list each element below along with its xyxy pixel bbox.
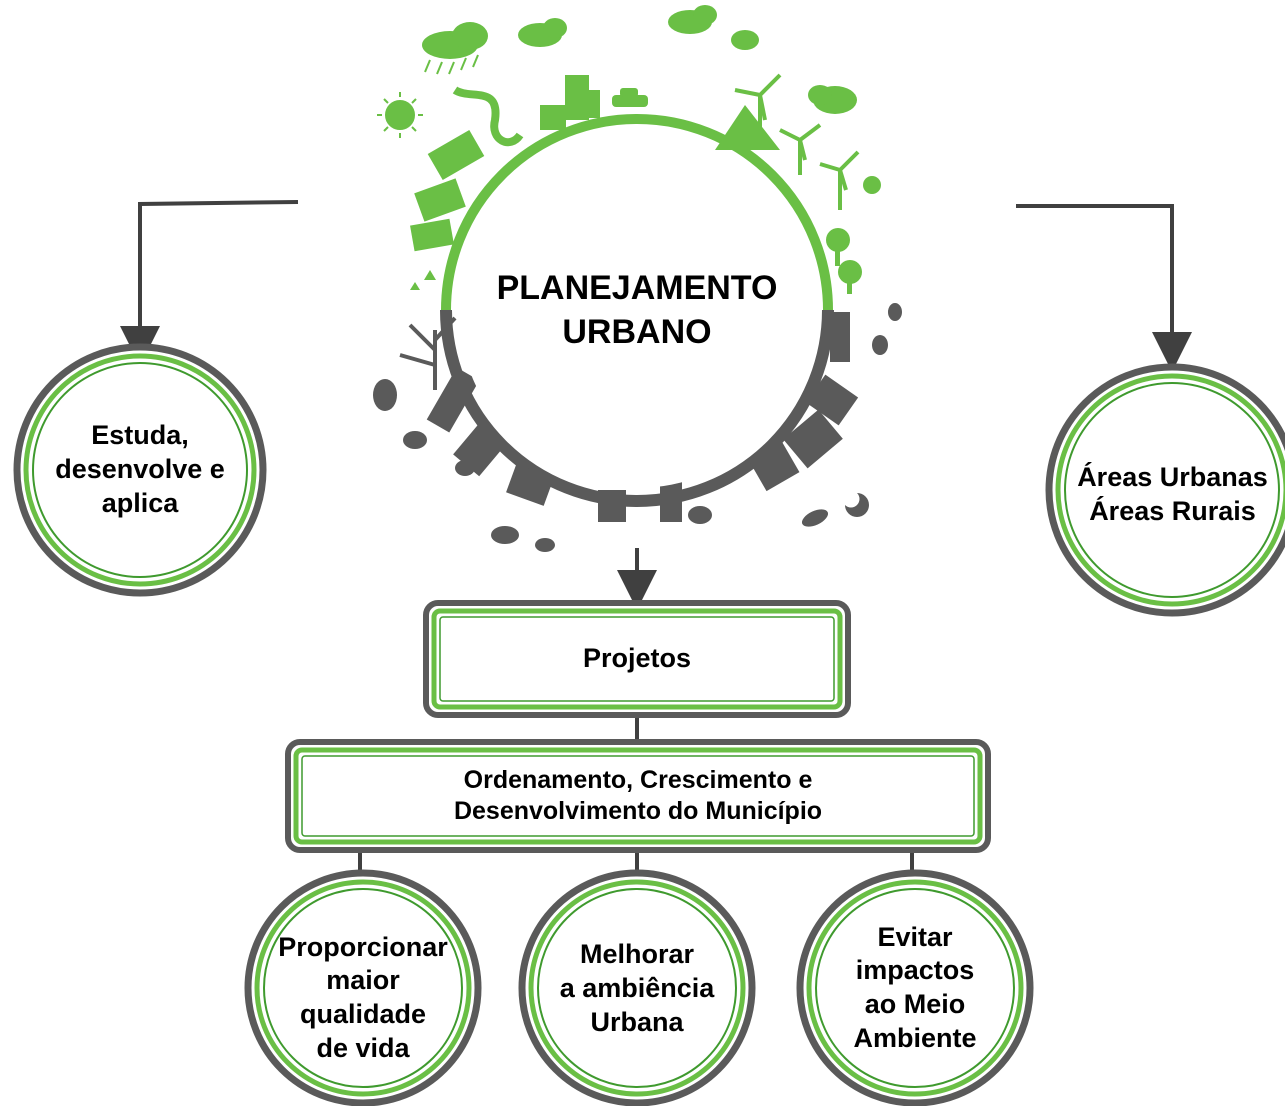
outcome-circle-3 <box>796 869 1034 1106</box>
connector-left <box>120 200 299 366</box>
connector-lines <box>120 200 1192 872</box>
building-icon <box>540 75 600 130</box>
right-node-circle <box>1045 363 1285 617</box>
sun-icon <box>377 92 423 138</box>
outcome-circle-1 <box>244 869 482 1106</box>
outcome-label-2: Melhorar a ambiência Urbana <box>559 939 715 1037</box>
left-node-label: Estuda, desenvolve e aplica <box>55 420 225 518</box>
smoke-icon <box>373 303 902 552</box>
eco-city-illustration <box>373 5 902 552</box>
solar-panel-icon <box>410 130 485 252</box>
connector-right <box>1016 204 1192 372</box>
right-node-label: Áreas Urbanas Áreas Rurais <box>1077 462 1268 526</box>
factory-icon <box>426 312 859 522</box>
outcome-label-3: Evitar impactos ao Meio Ambiente <box>853 921 977 1053</box>
projects-box-frame <box>423 600 851 718</box>
projects-label: Projetos <box>582 643 692 674</box>
left-node-circle <box>13 343 267 597</box>
outcome-label-1: Proporcionar maior qualidade de vida <box>278 931 448 1063</box>
rain-icon <box>424 54 479 75</box>
outcome-circle-2 <box>518 869 756 1106</box>
ordering-label: Ordenamento, Crescimento e Desenvolvimen… <box>453 765 823 825</box>
tree-icon <box>410 176 881 294</box>
ordering-box-frame <box>285 739 991 853</box>
central-title: PLANEJAMENTO URBANO <box>496 268 778 351</box>
car-icon <box>612 88 648 107</box>
cloud-icon <box>422 5 857 114</box>
dead-tree-icon <box>399 316 457 390</box>
